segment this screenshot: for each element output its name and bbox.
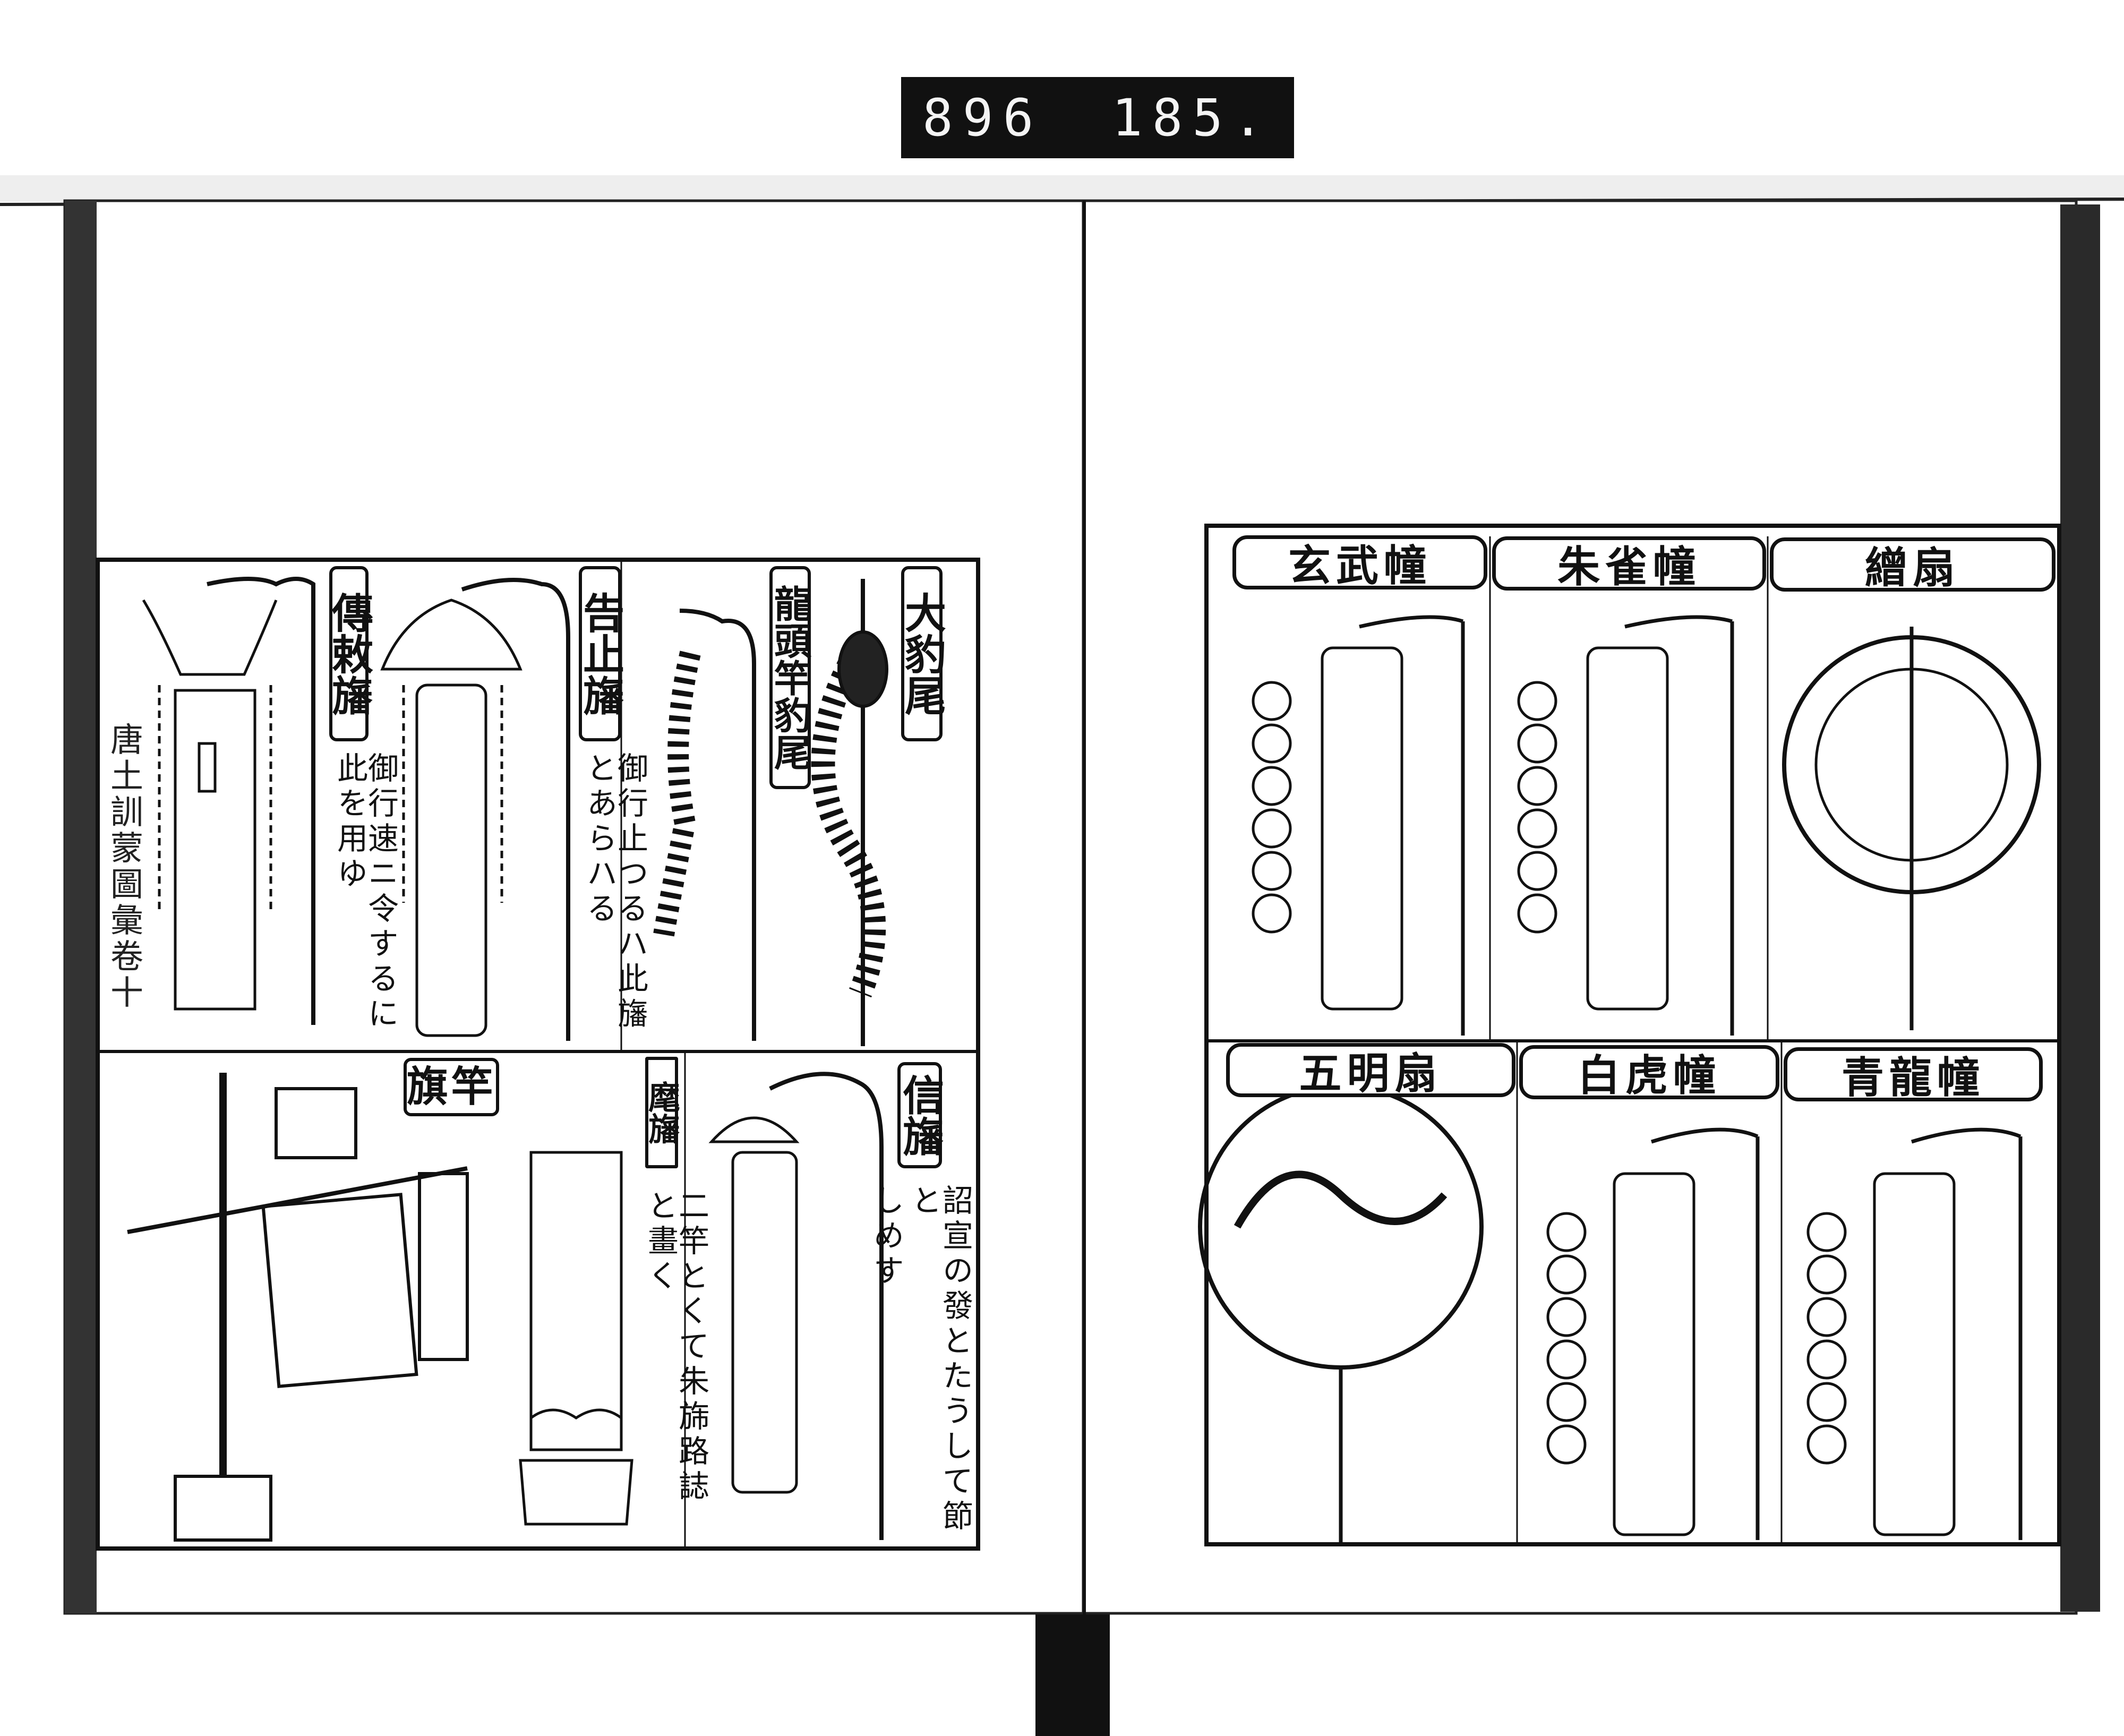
- right-binding-edge: [2060, 204, 2100, 1612]
- label-hui-banner: 麾旛: [643, 1057, 680, 1168]
- flag-pole-drawing: [127, 1073, 469, 1542]
- label-zeng-fan: 繒扇: [1770, 537, 2056, 593]
- spine-block: [1035, 1614, 1110, 1736]
- label-wuming-fan: 五明扇: [1226, 1043, 1515, 1098]
- hui-banner-drawing: [519, 1151, 633, 1526]
- label-xuanwu-banner: 玄武幢: [1232, 535, 1487, 591]
- desc-xin-banner-line1: 詔宣の發とたうして節と: [906, 1184, 973, 1535]
- label-gaozhi-banner: 告止旛: [576, 566, 624, 741]
- label-dragon-head-pole-leopard-tail: 龍頭竿豹尾: [768, 566, 812, 789]
- label-xin-banner: 信旛: [896, 1062, 944, 1168]
- chuanchi-banner-drawing: [142, 577, 315, 1025]
- margin-book-title: 唐土訓蒙圖彙卷十: [105, 722, 143, 1011]
- label-zhuque-banner: 朱雀幢: [1492, 536, 1766, 592]
- scan-number-tag: 896 185.: [901, 77, 1294, 158]
- desc-gaozhi-banner: 御行止つるハ此旛とあらハる: [581, 752, 648, 1032]
- label-chuanchi-banner: 傳敕旛: [325, 566, 373, 741]
- right-page: [1082, 199, 2078, 1615]
- scan-number-left: 896: [922, 88, 1043, 148]
- desc-xin-banner-line2: しめす: [868, 1184, 904, 1289]
- gaozhi-banner-drawing: [380, 578, 570, 1041]
- label-qinglong-banner: 青龍幢: [1784, 1047, 2043, 1102]
- left-binding-edge: [65, 201, 97, 1613]
- desc-hui-banner: 二竿とくて朱旆路誌と畫く: [643, 1190, 709, 1505]
- paper-edge: [0, 175, 2124, 202]
- right-plate-frame: [1204, 524, 2061, 1546]
- xin-banner-drawing: [708, 1072, 884, 1540]
- scan-number-right: 185.: [1111, 88, 1273, 148]
- label-baihu-banner: 白虎幢: [1519, 1045, 1779, 1100]
- left-plate-frame: [96, 558, 980, 1551]
- label-flag-pole: 旗竿: [404, 1058, 499, 1116]
- desc-chuanchi-banner: 御行速ニ令するに此を用ゆ: [332, 752, 399, 1032]
- label-great-leopard-tail: 大豹尾: [898, 566, 946, 741]
